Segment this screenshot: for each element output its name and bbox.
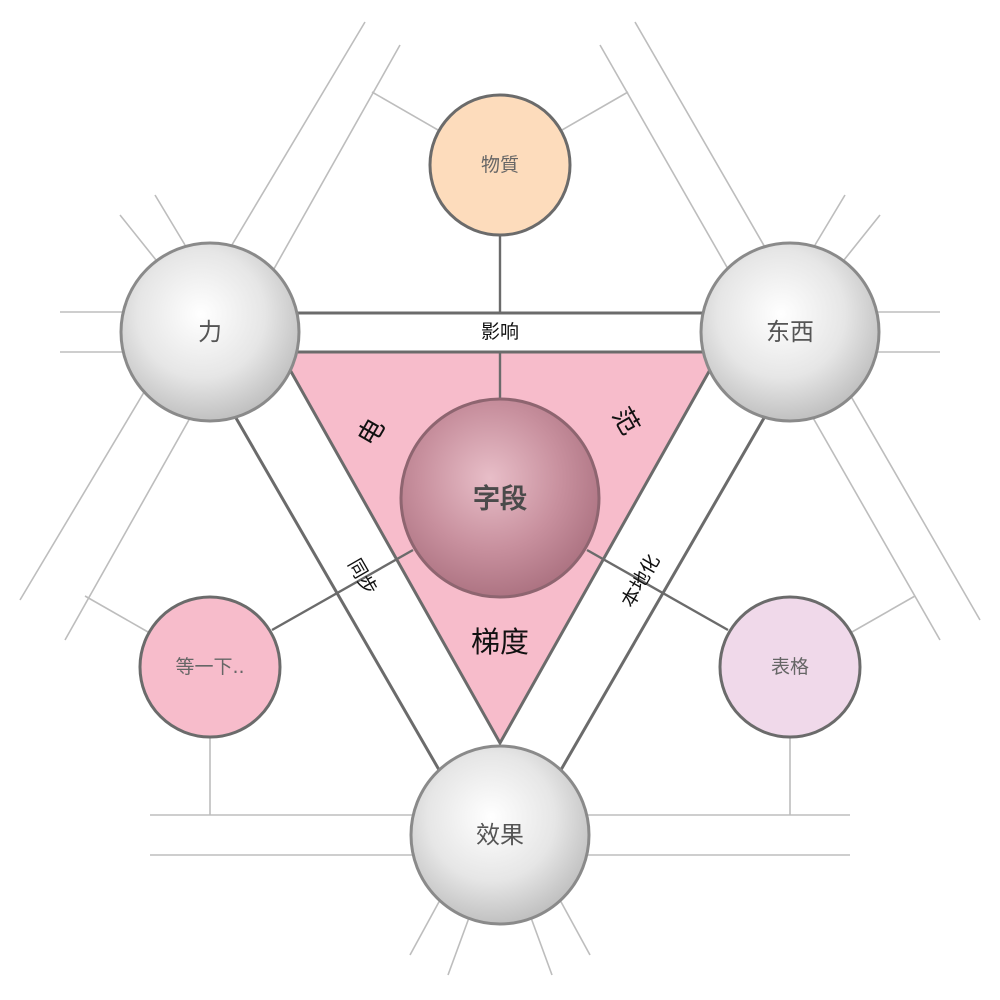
node-material-label: 物質 bbox=[481, 154, 519, 176]
node-effect[interactable]: 效果 bbox=[409, 744, 591, 926]
region-label-bottom: 梯度 bbox=[471, 625, 529, 659]
node-table[interactable]: 表格 bbox=[718, 595, 862, 739]
edge-label-top: 影响 bbox=[481, 321, 519, 343]
node-effect-label: 效果 bbox=[476, 821, 524, 849]
center-node-label: 字段 bbox=[473, 483, 527, 515]
center-node[interactable]: 字段 bbox=[399, 397, 601, 599]
node-material[interactable]: 物質 bbox=[428, 93, 572, 237]
connector-lines bbox=[271, 235, 729, 632]
node-force[interactable]: 力 bbox=[119, 241, 301, 423]
edge-label-left: 同步 bbox=[343, 555, 381, 599]
node-wait-label: 等一下.. bbox=[175, 656, 244, 678]
node-force-label: 力 bbox=[198, 318, 222, 346]
node-things[interactable]: 东西 bbox=[699, 241, 881, 423]
node-table-label: 表格 bbox=[771, 656, 809, 678]
node-wait[interactable]: 等一下.. bbox=[138, 595, 282, 739]
node-things-label: 东西 bbox=[766, 318, 814, 346]
